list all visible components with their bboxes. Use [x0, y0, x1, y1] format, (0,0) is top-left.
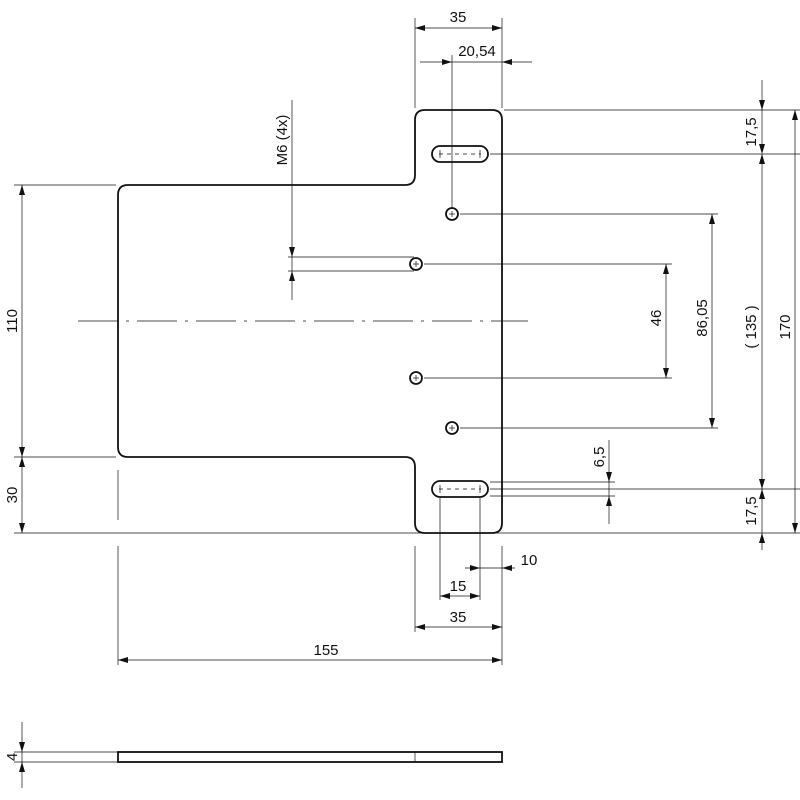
dim-inner-hole-spacing: 46	[648, 310, 665, 327]
thread-callout: M6 (4x)	[274, 115, 291, 166]
dim-top-edge-to-slot: 17,5	[743, 117, 760, 146]
dim-overall-width: 155	[313, 642, 338, 659]
top-slot	[431, 145, 489, 163]
arrowheads	[19, 25, 798, 772]
dim-bottom-edge-to-slot: 17,5	[743, 496, 760, 525]
dim-bottom-tab-width: 35	[450, 609, 467, 626]
dim-overall-height: 170	[777, 314, 794, 339]
extension-lines	[14, 18, 800, 665]
dim-lower-step: 30	[4, 487, 21, 504]
dim-body-height: 110	[4, 309, 21, 333]
dim-top-tab-width: 35	[450, 9, 467, 26]
dim-slot-end-offset: 10	[521, 552, 538, 569]
dim-top-slot-offset: 20,54	[458, 43, 496, 60]
bottom-slot	[431, 480, 489, 498]
dim-outer-hole-spacing: 86,05	[694, 299, 711, 337]
dim-slot-length: 15	[450, 578, 467, 595]
hole-centers	[413, 211, 455, 431]
dim-thickness: 4	[4, 753, 21, 761]
dimension-lines	[14, 27, 796, 788]
dim-slot-spacing: ( 135 )	[743, 305, 760, 348]
dim-slot-width: 6,5	[591, 447, 608, 468]
side-view-plate	[117, 751, 503, 763]
plate-outline	[117, 109, 503, 534]
